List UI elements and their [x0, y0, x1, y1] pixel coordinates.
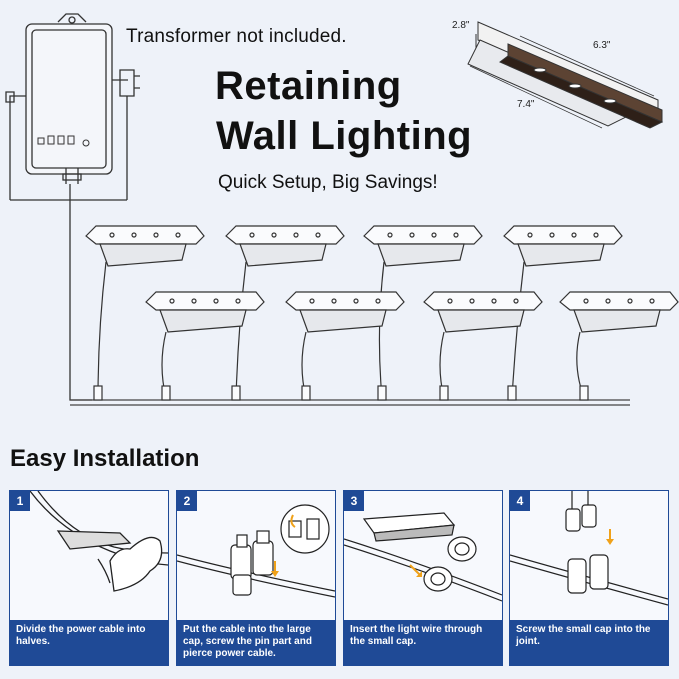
step-card-4: 4 Screw the small cap into the joint.	[509, 490, 669, 666]
wiring-illustration	[5, 13, 679, 406]
light-fixture-icon	[423, 291, 543, 333]
section-title: Easy Installation	[10, 445, 200, 472]
small-cap-insert-icon	[344, 512, 502, 602]
connector-icon	[301, 385, 311, 401]
cable-split-icon	[29, 491, 168, 592]
transformer-icon	[5, 13, 140, 401]
transformer-note: Transformer not included.	[126, 26, 347, 47]
connector-icon	[507, 385, 517, 401]
step-number: 2	[177, 491, 197, 511]
step-number: 4	[510, 491, 530, 511]
tagline: Quick Setup, Big Savings!	[218, 172, 438, 193]
connector-icon	[231, 385, 241, 401]
dimension-length: 6.3"	[593, 40, 611, 51]
light-fixture-icon	[145, 291, 265, 333]
dimension-width: 7.4"	[517, 99, 535, 110]
page-title-line2: Wall Lighting	[216, 114, 473, 158]
connector-icon	[439, 385, 449, 401]
step-caption: Put the cable into the large cap, screw …	[177, 620, 335, 665]
light-fixture-icon	[503, 225, 623, 267]
connector-icon	[377, 385, 387, 401]
step-number: 1	[10, 491, 30, 511]
joint-assembly-icon	[510, 491, 668, 606]
connector-icon	[579, 385, 589, 401]
light-fixture-icon	[285, 291, 405, 333]
dimension-height: 2.8"	[452, 20, 470, 31]
connector-icon	[161, 385, 171, 401]
fixture-dimension-icon	[467, 21, 664, 129]
connector-icon	[93, 385, 103, 401]
step-card-2: 2 Put the cable into the large cap, scre…	[176, 490, 336, 666]
light-fixture-icon	[559, 291, 679, 333]
step-card-1: 1 Divide the power cable into halves.	[9, 490, 169, 666]
page-title-line1: Retaining	[215, 64, 402, 108]
large-cap-connector-icon	[177, 504, 335, 598]
step-caption: Divide the power cable into halves.	[10, 620, 168, 665]
light-fixture-icon	[363, 225, 483, 267]
step-card-3: 3 Insert the light wire through the smal…	[343, 490, 503, 666]
light-fixture-icon	[85, 225, 205, 267]
light-fixture-icon	[225, 225, 345, 267]
step-number: 3	[344, 491, 364, 511]
step-caption: Insert the light wire through the small …	[344, 620, 502, 665]
step-caption: Screw the small cap into the joint.	[510, 620, 668, 665]
